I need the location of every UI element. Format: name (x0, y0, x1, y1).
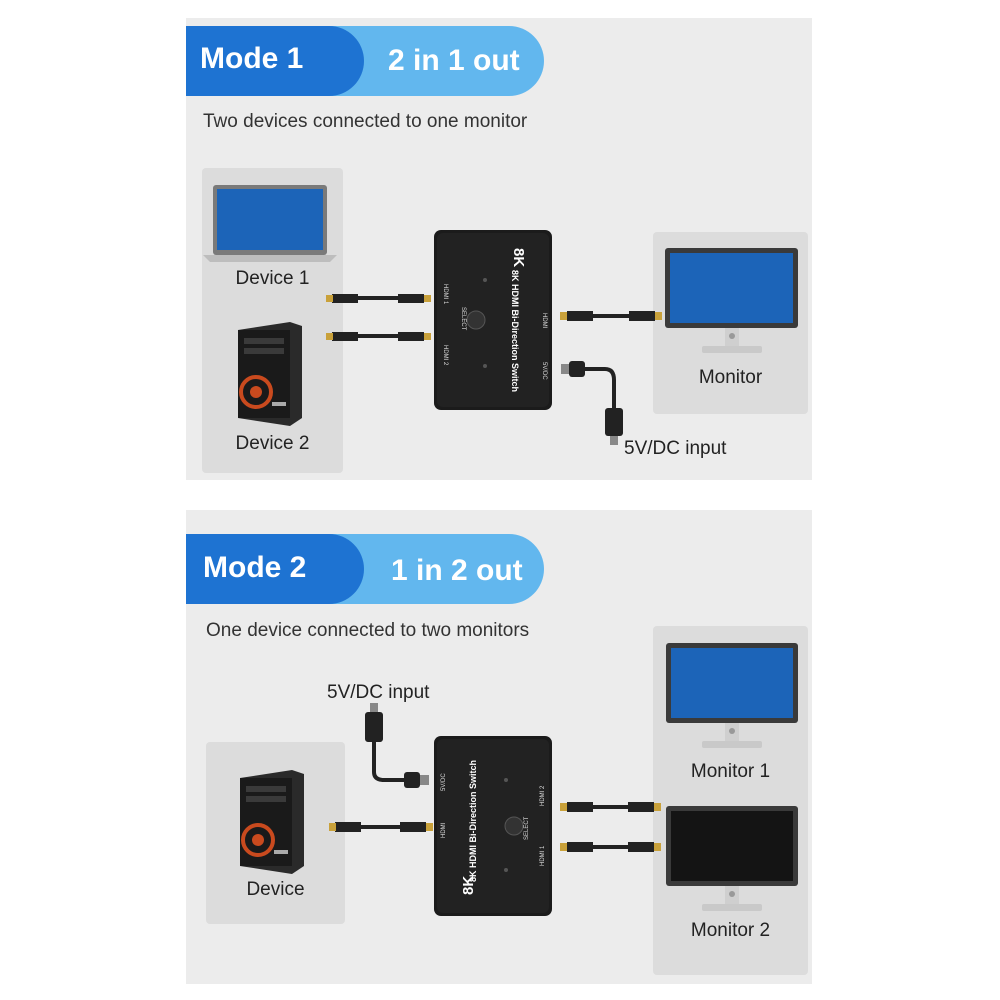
mode1-device1-label: Device 1 (235, 268, 310, 289)
monitor-icon (666, 643, 798, 748)
mode2-description: One device connected to two monitors (206, 620, 530, 641)
mode1-description: Two devices connected to one monitor (203, 111, 528, 132)
mode2-switch-name: 8K HDMI Bi-Direction Switch (468, 759, 478, 882)
hdmi-cable-output-2 (560, 842, 661, 852)
power-cable (365, 703, 429, 788)
hdmi-cable-input (329, 822, 433, 832)
mode2-port-label: HDMI (441, 822, 447, 838)
mode2-port-label: SELECT (524, 816, 530, 840)
mode2-port-label: HDMI 2 (540, 785, 546, 806)
hdmi-cable-2 (326, 332, 431, 341)
mode2-port-label: 5V/DC (441, 773, 447, 791)
hdmi-cable-output-1 (560, 802, 661, 812)
mode2-device-label: Device (246, 879, 305, 900)
mode2-title-pill (186, 534, 364, 604)
mode1-monitor-label: Monitor (698, 367, 763, 388)
hdmi-switch-device (434, 230, 552, 410)
mode2-monitor2-label: Monitor 2 (690, 920, 771, 941)
mode2-monitor1-label: Monitor 1 (690, 761, 771, 782)
mode1-title: Mode 1 (200, 42, 304, 75)
power-cable (561, 361, 623, 445)
mode1-power-label: 5V/DC input (624, 438, 727, 459)
mode2-title: Mode 2 (203, 551, 307, 584)
hdmi-cable-1 (326, 294, 431, 303)
pc-tower-icon (238, 322, 302, 426)
mode1-device2-label: Device 2 (235, 433, 310, 454)
mode2-subtitle: 1 in 2 out (391, 554, 523, 587)
mode2-port-label: HDMI 1 (540, 845, 546, 866)
laptop-icon (203, 185, 337, 262)
mode2-power-label: 5V/DC input (327, 682, 430, 703)
monitor-icon (665, 248, 798, 353)
hdmi-switch-device (434, 736, 552, 916)
hdmi-cable-output (560, 311, 662, 321)
mode1-title-pill (186, 26, 364, 96)
mode1-subtitle: 2 in 1 out (388, 44, 520, 77)
pc-tower-icon (240, 770, 304, 874)
monitor-icon (666, 806, 798, 911)
